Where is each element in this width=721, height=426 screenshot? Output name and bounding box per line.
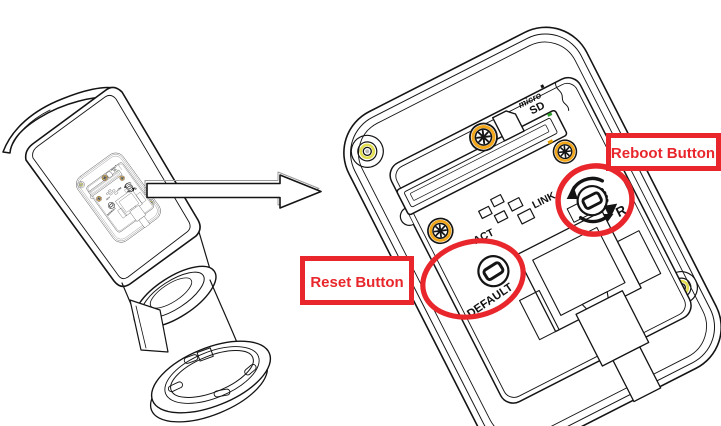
reset-callout-box: Reset Button — [300, 256, 414, 305]
microsd-card-icon — [492, 110, 525, 142]
inner-panel-squiggle — [554, 81, 570, 111]
reboot-pointer-icon — [603, 213, 614, 222]
slot-marker-amber — [547, 139, 554, 145]
led-window-4 — [507, 197, 524, 212]
base-slot-2 — [213, 388, 231, 398]
rear-panel-enlarged: micro SD ACT LINK — [343, 26, 721, 426]
reboot-callout-label: Reboot Button — [611, 145, 715, 162]
ethernet-jack — [515, 198, 662, 403]
camera-body-inner-line — [32, 94, 191, 280]
led-window-3 — [493, 210, 509, 224]
panel-plate-inner-line — [350, 33, 716, 426]
base-slot-1 — [167, 381, 183, 393]
led-indicators — [478, 194, 536, 225]
led-window-1 — [478, 205, 493, 220]
slot-marker-green — [547, 112, 553, 117]
reset-highlight-ellipse — [420, 238, 526, 320]
reboot-knurl-marks — [600, 187, 609, 203]
base-notch — [196, 347, 214, 362]
barrel-rim-inner — [149, 277, 193, 309]
microsd-logo-tm-mark — [540, 84, 545, 89]
inner-panel-notch — [399, 207, 415, 226]
ethernet-jack-wing-left — [519, 289, 560, 341]
mount-neck-line — [135, 305, 147, 349]
zoom-arrow — [144, 171, 322, 209]
zoom-arrow-body — [146, 174, 322, 209]
led-window-5 — [516, 208, 536, 225]
ethernet-jack-wing-right — [616, 230, 662, 285]
reboot-callout-box: Reboot Button — [606, 133, 721, 171]
microsd-slot-opening — [410, 124, 550, 201]
reset-callout-label: Reset Button — [310, 274, 403, 291]
led-window-2 — [490, 194, 505, 208]
base-slot-3 — [244, 363, 257, 376]
reboot-r-button: R — [566, 176, 629, 224]
camera-hood-inner-line — [9, 109, 51, 151]
reboot-highlight-ellipse — [555, 163, 635, 237]
microsd-slot — [396, 109, 568, 216]
reboot-rotation-arrows — [566, 176, 618, 224]
base-rim-upper — [150, 340, 272, 414]
ethernet-cable-boot — [612, 346, 662, 403]
camera-illustration — [2, 86, 272, 423]
microsd-slot-inner — [404, 118, 558, 208]
bracket-edge — [209, 279, 239, 346]
base-slot-4 — [183, 354, 199, 364]
mount-neck — [129, 299, 169, 353]
